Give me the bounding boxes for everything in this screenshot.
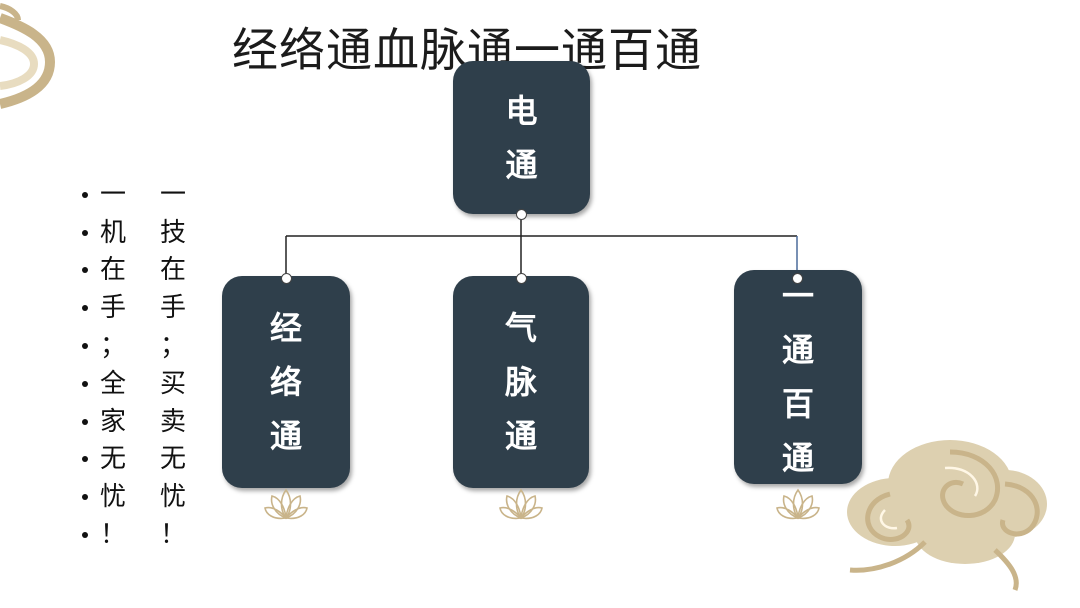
bullet-dot xyxy=(82,532,88,538)
list-item: 手手 xyxy=(82,289,186,327)
bullet-dot xyxy=(82,343,88,349)
connector-dot xyxy=(792,273,803,284)
node-char: 脉 xyxy=(505,355,537,409)
node-char: 电 xyxy=(505,84,537,138)
node-char: 通 xyxy=(782,323,814,377)
list-item: 在在 xyxy=(82,252,186,290)
list-item: ；； xyxy=(82,327,186,365)
bullet-dot xyxy=(82,456,88,462)
root-node: 电 通 xyxy=(453,61,590,214)
list-item: 机技 xyxy=(82,214,186,252)
lotus-icon xyxy=(498,484,544,524)
lotus-icon xyxy=(775,484,821,524)
bullet-dot xyxy=(82,494,88,500)
bullet-dot xyxy=(82,230,88,236)
bullet-dot xyxy=(82,305,88,311)
node-char: 通 xyxy=(505,409,537,463)
connector-dot xyxy=(516,273,527,284)
list-item: ！！ xyxy=(82,516,186,554)
list-item: 忧忧 xyxy=(82,478,186,516)
list-item: 一一 xyxy=(82,176,186,214)
child-node-1: 经 络 通 xyxy=(222,276,350,488)
node-char: 通 xyxy=(505,138,537,192)
bullet-dot xyxy=(82,192,88,198)
node-char: 百 xyxy=(782,377,814,431)
connector-dot xyxy=(516,209,527,220)
bullet-dot xyxy=(82,267,88,273)
node-char: 络 xyxy=(270,355,302,409)
node-char: 通 xyxy=(782,431,814,485)
connector-dot xyxy=(281,273,292,284)
child-node-3: 一 通 百 通 xyxy=(734,270,862,484)
list-item: 无无 xyxy=(82,441,186,479)
child-node-2: 气 脉 通 xyxy=(453,276,589,488)
bullet-dot xyxy=(82,419,88,425)
node-char: 经 xyxy=(270,301,302,355)
lotus-icon xyxy=(263,484,309,524)
node-char: 气 xyxy=(505,301,537,355)
bullet-dot xyxy=(82,381,88,387)
list-item: 全买 xyxy=(82,365,186,403)
cloud-ornament-bottom-right xyxy=(845,432,1055,592)
node-char: 通 xyxy=(270,409,302,463)
bullet-list: 一一 机技 在在 手手 ；； 全买 家卖 无无 忧忧 ！！ xyxy=(82,176,186,554)
list-item: 家卖 xyxy=(82,403,186,441)
